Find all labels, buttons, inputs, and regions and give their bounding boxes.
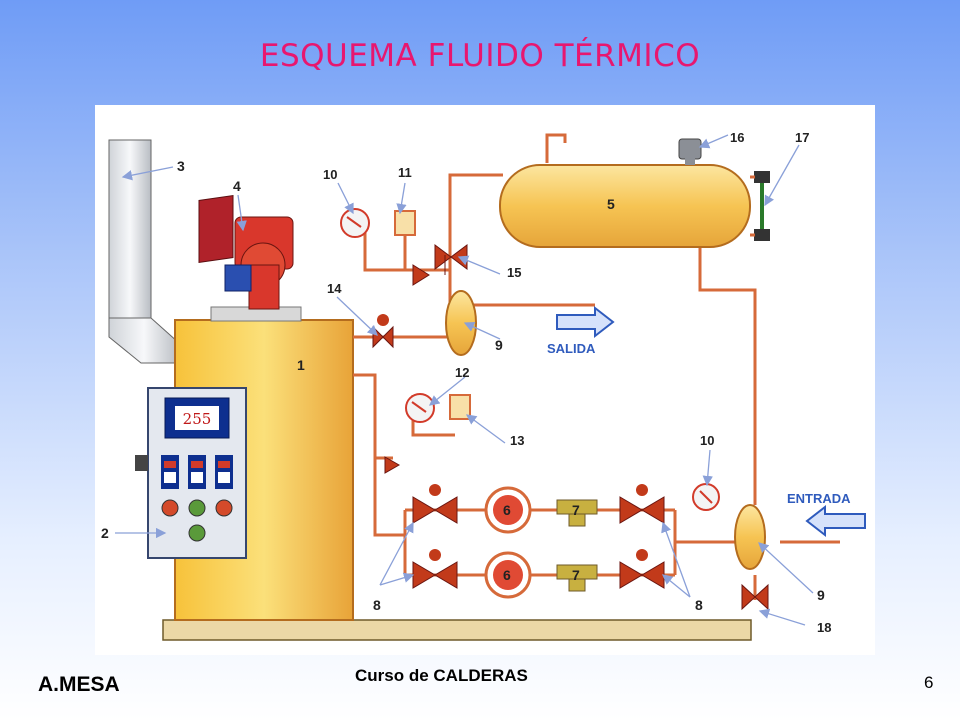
base-platform [162,619,752,641]
leader-lines [115,134,814,626]
label-11: 11 [398,165,412,180]
footer-author: A.MESA [38,673,120,696]
label-8b: 8 [695,597,703,613]
slide-title: ESQUEMA FLUIDO TÉRMICO [259,38,701,74]
control-panel: 255 [135,387,247,559]
temperature-display: 255 [183,410,212,428]
label-10b: 10 [700,433,714,448]
thermal-fluid-diagram: 255 [101,130,866,641]
label-8a: 8 [373,597,381,613]
label-15: 15 [507,265,521,280]
footer-course: Curso de CALDERAS [355,666,528,685]
separator-bottom [734,504,766,570]
flow-arrows [556,305,866,538]
entrada-arrow-icon [805,504,866,538]
entrada-label: ENTRADA [787,491,851,506]
label-2: 2 [101,525,109,541]
label-12: 12 [455,365,469,380]
label-13: 13 [510,433,524,448]
pumps [484,486,532,599]
label-1: 1 [297,357,305,373]
salida-label: SALIDA [547,341,596,356]
label-7b: 7 [572,567,580,583]
chimney [108,139,180,364]
part-labels: 1 2 3 4 5 6 6 7 7 8 8 9 9 10 10 11 12 13… [101,130,831,635]
salida-arrow-icon [556,305,615,339]
label-7a: 7 [572,502,580,518]
label-16: 16 [730,130,744,145]
valve-handles [377,314,648,561]
label-18: 18 [817,620,831,635]
separator-top [445,290,477,356]
label-3: 3 [177,158,185,174]
expansion-tank [499,138,770,248]
label-14: 14 [327,281,342,296]
label-9a: 9 [495,337,503,353]
label-5: 5 [607,196,615,212]
diagram-panel: 255 [95,105,875,655]
burner [198,195,302,322]
label-6a: 6 [503,502,511,518]
gauges [340,208,720,511]
label-17: 17 [795,130,809,145]
label-9b: 9 [817,587,825,603]
label-6b: 6 [503,567,511,583]
label-4: 4 [233,178,241,194]
label-10a: 10 [323,167,337,182]
filters [556,499,598,592]
valves [372,244,769,611]
footer-page-number: 6 [924,673,934,692]
